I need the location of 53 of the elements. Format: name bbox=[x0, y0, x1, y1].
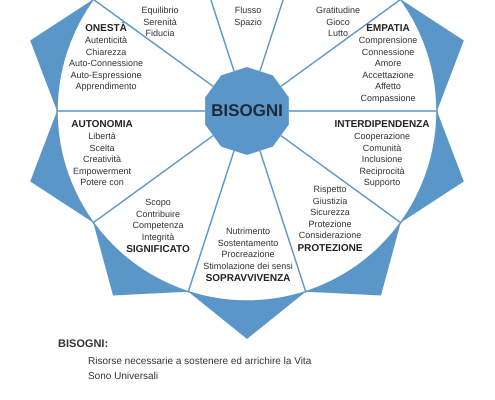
need-item: Scopo bbox=[145, 197, 171, 208]
need-item: Supporto bbox=[364, 177, 400, 188]
need-item: Accettazione bbox=[362, 70, 414, 81]
need-item: Apprendimento bbox=[75, 81, 137, 92]
need-item: Sicurezza bbox=[310, 207, 350, 218]
need-item: Lutto bbox=[328, 28, 348, 40]
need-item: Compassione bbox=[360, 92, 416, 104]
need-item: Spazio bbox=[234, 16, 262, 28]
note-line: Sono Universali bbox=[88, 371, 158, 382]
need-item: Autenticità bbox=[84, 35, 128, 46]
need-item: Potere con bbox=[80, 177, 124, 188]
note-heading: BISOGNI: bbox=[58, 338, 108, 350]
need-item: Considerazione bbox=[298, 230, 362, 242]
need-item: Fiducia bbox=[145, 28, 174, 40]
category-heading: AUTONOMIA bbox=[71, 118, 133, 131]
category-heading: PROTEZIONE bbox=[298, 242, 362, 254]
need-item: Stimolazione dei sensi bbox=[203, 260, 293, 272]
need-item: Equilibrio bbox=[141, 5, 179, 16]
need-item: Gratitudine bbox=[316, 5, 360, 16]
need-item: Rispetto bbox=[313, 184, 346, 196]
category-heading: EMPATIA bbox=[366, 22, 410, 35]
need-item: Scelta bbox=[90, 142, 114, 154]
need-item: Empowerment bbox=[72, 166, 131, 177]
need-item: Amore bbox=[374, 58, 402, 70]
need-item: Protezione bbox=[308, 218, 352, 230]
need-item: Integrità bbox=[142, 232, 174, 243]
need-item: Gioco bbox=[326, 16, 350, 28]
need-item: Nutrimento bbox=[226, 226, 270, 238]
need-item: Inclusione bbox=[362, 154, 402, 166]
category-heading: INTERDIPENDENZA bbox=[334, 118, 430, 131]
need-item: Giustizia bbox=[312, 196, 348, 207]
need-item: Auto-Connessione bbox=[68, 58, 144, 70]
need-item: Comunità bbox=[362, 142, 402, 154]
category-heading: SIGNIFICATO bbox=[126, 243, 190, 256]
need-item: Serenità bbox=[143, 16, 177, 28]
need-item: Chiarezza bbox=[86, 46, 126, 58]
need-item: Comprensione bbox=[358, 35, 418, 46]
note-line: Risorse necessarie a sostenere ed arrichire la Vita bbox=[88, 356, 312, 367]
need-item: Connessione bbox=[362, 46, 414, 58]
center-label: BISOGNI bbox=[211, 101, 283, 121]
need-item: Cooperazione bbox=[354, 131, 410, 142]
need-item: Reciprocità bbox=[359, 166, 404, 177]
need-item: Flusso bbox=[234, 5, 262, 16]
category-heading: ONESTÀ bbox=[85, 22, 127, 35]
category-heading: SOPRAVVIVENZA bbox=[206, 272, 290, 285]
need-item: Procreazione bbox=[221, 249, 275, 260]
need-item: Affetto bbox=[375, 81, 401, 92]
need-item: Contribuire bbox=[136, 208, 180, 220]
need-item: Auto-Espressione bbox=[70, 70, 142, 81]
need-item: Competenza bbox=[132, 220, 184, 232]
need-item: Creatività bbox=[83, 154, 121, 166]
need-item: Libertà bbox=[88, 131, 116, 142]
need-item: Sostentamento bbox=[218, 238, 278, 249]
